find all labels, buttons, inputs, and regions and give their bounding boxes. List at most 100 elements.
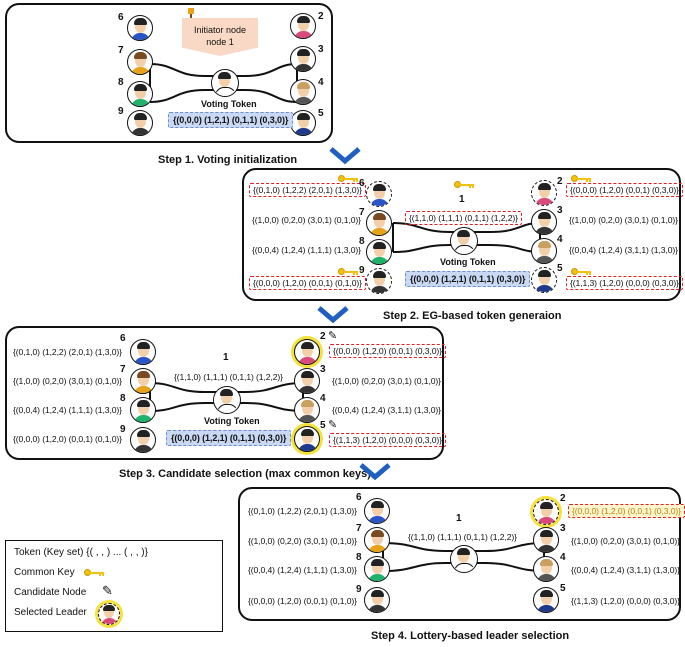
step1-title: Step 1. Voting initialization xyxy=(158,154,298,166)
legend-selected-leader: Selected Leader xyxy=(14,607,87,618)
step4-title: Step 4. Lottery-based leader selection xyxy=(371,630,570,642)
pin-icon xyxy=(186,7,196,20)
node-avatar xyxy=(533,556,559,582)
down-arrow-icon xyxy=(359,463,391,481)
token-node4: {(0,0,4) (1,2,4) (3,1,1) (1,3,0)} xyxy=(571,565,680,575)
center-node-avatar xyxy=(213,386,241,414)
initiator-line2: node 1 xyxy=(206,37,234,47)
center-node-avatar xyxy=(450,227,478,255)
token-node3: {(1,0,0) (0,2,0) (3,0,1) (0,1,0)} xyxy=(571,536,680,546)
node-avatar xyxy=(531,180,557,206)
token-node6: {(0,1,0) (1,2,2) (2,0,1) (1,3,0)} xyxy=(248,506,357,516)
node-number: 6 xyxy=(120,333,126,344)
node-number: 9 xyxy=(359,265,365,276)
node-avatar xyxy=(130,339,156,365)
node-number: 7 xyxy=(120,364,126,375)
node-number: 4 xyxy=(318,77,324,88)
node-avatar xyxy=(366,181,392,207)
node-number: 9 xyxy=(118,106,124,117)
node-avatar xyxy=(290,79,316,105)
token-node6: {(0,1,0) (1,2,2) (2,0,1) (1,3,0)} xyxy=(13,347,122,357)
center-number: 1 xyxy=(223,352,229,363)
common-key-icon xyxy=(84,569,106,577)
node-number: 2 xyxy=(560,493,566,504)
legend-common-key: Common Key xyxy=(14,567,75,578)
down-arrow-icon xyxy=(329,147,361,165)
node-avatar xyxy=(290,110,316,136)
token-node9: {(0,0,0) (1,2,0) (0,0,1) (0,1,0)} xyxy=(13,434,122,444)
selected-leader-avatar xyxy=(533,499,559,525)
candidate-pencil-icon: ✎ xyxy=(328,419,338,431)
node-avatar xyxy=(130,368,156,394)
token-node3: {(1,0,0) (0,2,0) (3,0,1) (0,1,0)} xyxy=(332,376,441,386)
node-number: 3 xyxy=(560,523,566,534)
legend-candidate-node: Candidate Node xyxy=(14,587,87,598)
node-number: 3 xyxy=(318,44,324,55)
candidate-node-avatar xyxy=(294,339,320,365)
legend: Token (Key set) {( , , ) ... ( , , )} Co… xyxy=(5,540,223,632)
common-key-icon xyxy=(338,175,360,183)
center-node-avatar xyxy=(211,69,239,97)
node-number: 2 xyxy=(320,331,326,342)
token-node7: {(1,0,0) (0,2,0) (3,0,1) (0,1,0)} xyxy=(13,376,122,386)
node-avatar xyxy=(531,238,557,264)
node-number: 7 xyxy=(359,207,365,218)
candidate-pencil-icon: ✎ xyxy=(102,583,113,598)
node-avatar xyxy=(364,498,390,524)
node-avatar xyxy=(127,110,153,136)
node-number: 3 xyxy=(557,205,563,216)
token-node8: {(0,0,4) (1,2,4) (1,1,1) (1,3,0)} xyxy=(252,245,361,255)
node-number: 5 xyxy=(560,583,566,594)
node-number: 4 xyxy=(557,234,563,245)
node-avatar xyxy=(294,397,320,423)
node-number: 9 xyxy=(120,424,126,435)
token-node7: {(1,0,0) (0,2,0) (3,0,1) (0,1,0)} xyxy=(248,536,357,546)
token-node2: {(0,0,0) (1,2,0) (0,0,1) (0,3,0)} xyxy=(566,183,683,197)
node-avatar xyxy=(294,368,320,394)
node-avatar xyxy=(531,267,557,293)
node-number: 7 xyxy=(118,45,124,56)
token-node9: {(0,0,0) (1,2,0) (0,0,1) (0,1,0)} xyxy=(248,596,357,606)
node-avatar xyxy=(290,13,316,39)
token-node8: {(0,0,4) (1,2,4) (1,1,1) (1,3,0)} xyxy=(13,405,122,415)
token-node5: {(1,1,3) (1,2,0) (0,0,0) (0,3,0)} xyxy=(329,433,446,447)
node-number: 7 xyxy=(356,523,362,534)
candidate-node-avatar xyxy=(294,426,320,452)
node-number: 9 xyxy=(356,584,362,595)
node-number: 6 xyxy=(359,178,365,189)
node-number: 8 xyxy=(118,77,124,88)
token-node8: {(0,0,4) (1,2,4) (1,1,1) (1,3,0)} xyxy=(248,565,357,575)
legend-token: Token (Key set) {( , , ) ... ( , , )} xyxy=(14,547,148,558)
center-number: 1 xyxy=(456,513,462,524)
node-avatar xyxy=(130,427,156,453)
token-node4: {(0,0,4) (1,2,4) (3,1,1) (1,3,0)} xyxy=(569,245,678,255)
node-avatar xyxy=(290,46,316,72)
node-avatar xyxy=(533,527,559,553)
center-token: {(1,1,0) (1,1,1) (0,1,1) (1,2,2)} xyxy=(174,372,283,382)
node-avatar xyxy=(531,209,557,235)
node-avatar xyxy=(533,587,559,613)
node-number: 3 xyxy=(320,364,326,375)
token-node4: {(0,0,4) (1,2,4) (3,1,1) (1,3,0)} xyxy=(332,405,441,415)
node-avatar xyxy=(127,49,153,75)
node-avatar xyxy=(364,527,390,553)
token-node5: {(1,1,3) (1,2,0) (0,0,0) (0,3,0)} xyxy=(571,596,680,606)
token-node6: {(0,1,0) (1,2,2) (2,0,1) (1,3,0)} xyxy=(249,183,366,197)
node-avatar xyxy=(364,587,390,613)
node-number: 6 xyxy=(118,12,124,23)
node-avatar xyxy=(366,210,392,236)
voting-token-label: Voting Token xyxy=(204,416,260,426)
node-number: 5 xyxy=(318,108,324,119)
token-node5: {(1,1,3) (1,2,0) (0,0,0) (0,3,0)} xyxy=(566,276,683,290)
token-node9: {(0,0,0) (1,2,0) (0,0,1) (0,1,0)} xyxy=(249,276,366,290)
center-token: {(1,1,0) (1,1,1) (0,1,1) (1,2,2)} xyxy=(405,211,522,225)
common-key-icon xyxy=(454,181,476,189)
selected-leader-icon xyxy=(98,603,120,625)
node-avatar xyxy=(366,239,392,265)
center-node-avatar xyxy=(450,545,478,573)
node-avatar xyxy=(364,556,390,582)
node-number: 5 xyxy=(320,420,326,431)
node-number: 4 xyxy=(560,552,566,563)
node-number: 4 xyxy=(320,393,326,404)
node-number: 8 xyxy=(356,552,362,563)
